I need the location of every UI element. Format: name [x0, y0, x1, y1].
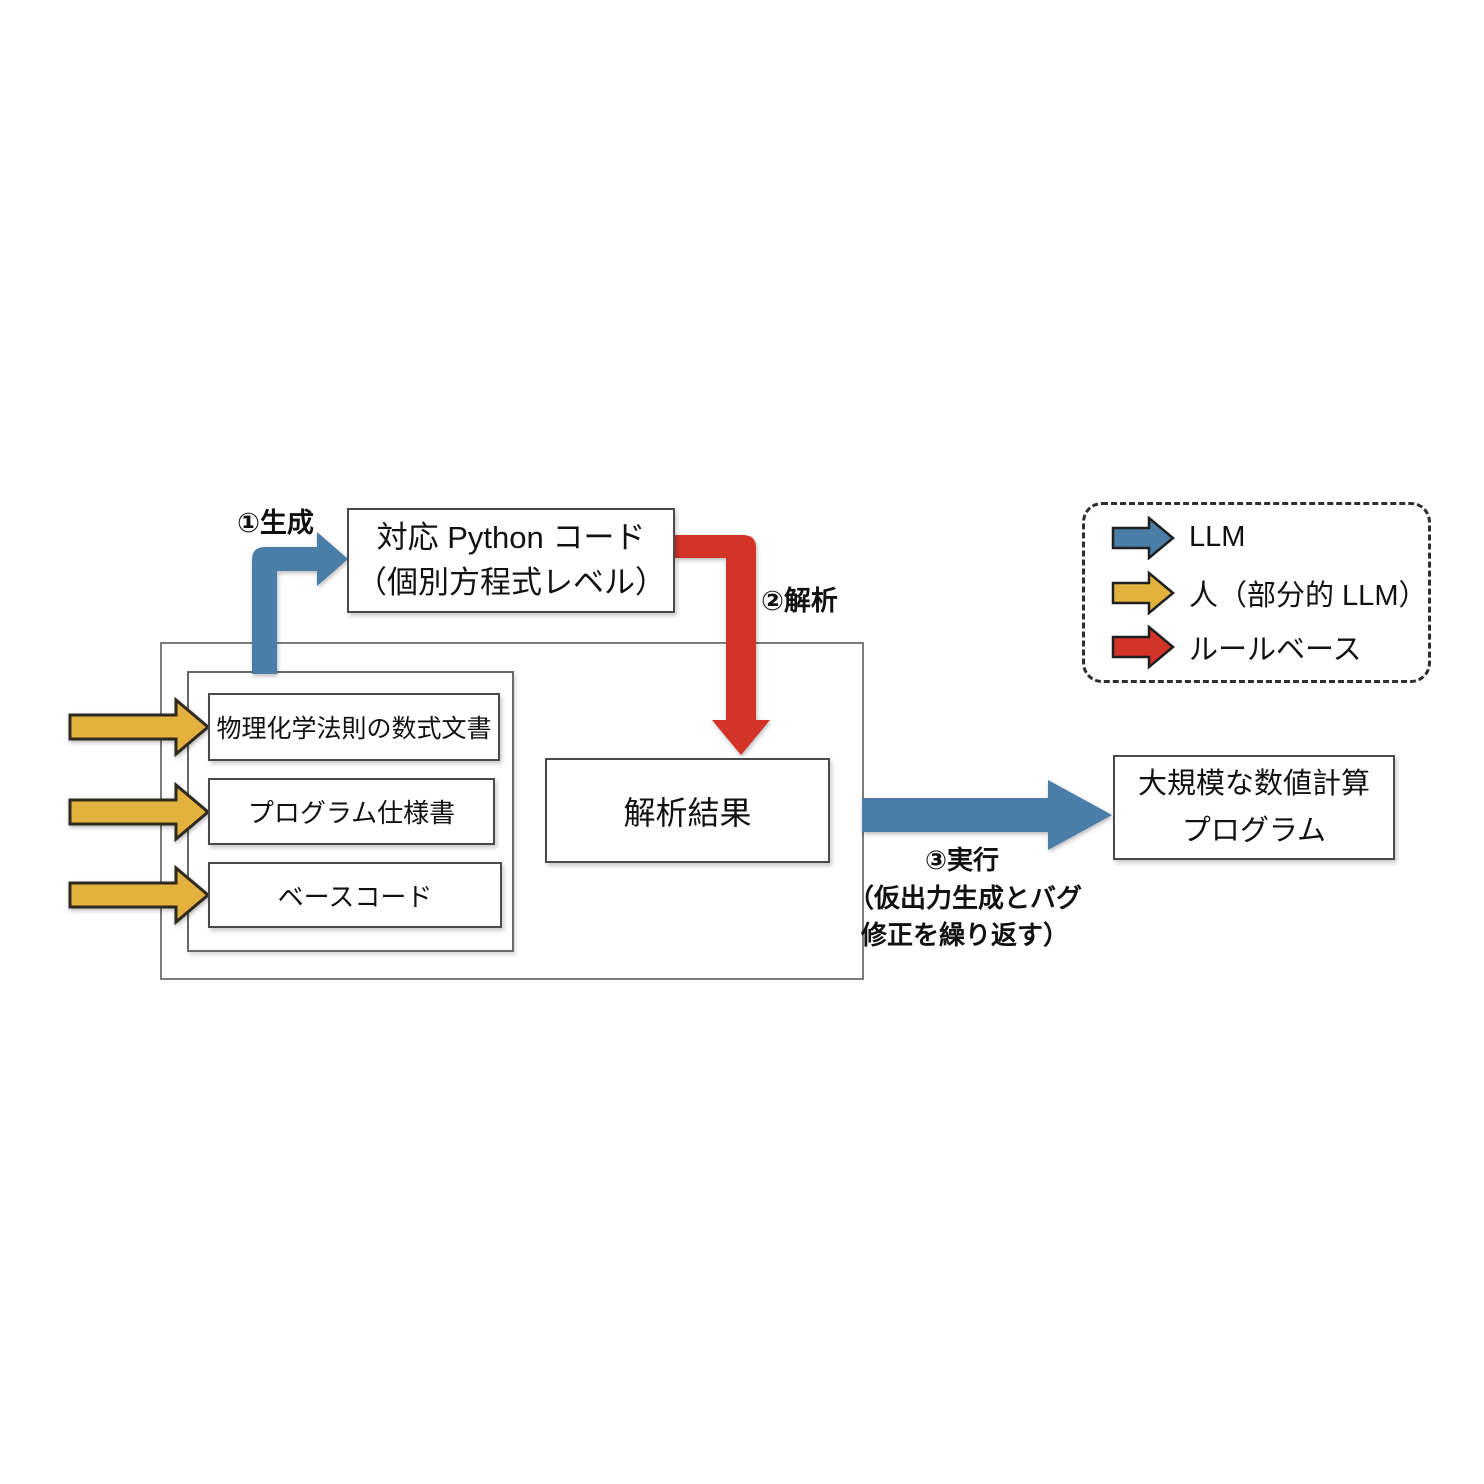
step1-label: ①生成 — [237, 508, 314, 538]
node-program-spec: プログラム仕様書 — [208, 778, 495, 845]
node-large-program: 大規模な数値計算 プログラム — [1113, 755, 1395, 860]
large-program-line2: プログラム — [1181, 814, 1327, 847]
legend-box: LLM 人（部分的 LLM） ルールベース — [1082, 502, 1431, 683]
node-analysis-result: 解析結果 — [545, 758, 830, 863]
node-python-code: 対応 Python コード （個別方程式レベル） — [347, 508, 675, 613]
human-input-arrow-icon — [68, 864, 211, 926]
blue-arrow-icon — [1111, 515, 1175, 560]
large-program-line1: 大規模な数値計算 — [1137, 767, 1370, 800]
step3-label: ③実行 — [924, 845, 1000, 875]
step2-label: ②解析 — [761, 586, 838, 616]
node-base-code: ベースコード — [208, 862, 502, 928]
analysis-result-label: 解析結果 — [623, 794, 752, 831]
legend-label-human: 人（部分的 LLM） — [1189, 579, 1428, 612]
legend-label-rulebase: ルールベース — [1189, 634, 1362, 667]
yellow-arrow-icon — [1111, 570, 1175, 615]
node-physics-doc: 物理化学法則の数式文書 — [208, 693, 500, 761]
python-code-line2: （個別方程式レベル） — [356, 564, 666, 600]
execute-arrow-icon — [862, 780, 1112, 850]
python-code-line1: 対応 Python コード — [376, 520, 646, 556]
red-arrow-icon — [1111, 625, 1175, 670]
human-input-arrow-icon — [68, 781, 211, 843]
step3-note-line1: （仮出力生成とバグ — [847, 883, 1083, 913]
human-input-arrow-icon — [68, 696, 211, 758]
physics-doc-label: 物理化学法則の数式文書 — [216, 715, 492, 743]
generate-arrow-icon — [252, 532, 348, 674]
step3-note-line2: 修正を繰り返す） — [860, 920, 1070, 950]
legend-item-llm: LLM — [1111, 515, 1428, 560]
program-spec-label: プログラム仕様書 — [247, 798, 456, 828]
legend-label-llm: LLM — [1189, 521, 1246, 554]
legend-item-human: 人（部分的 LLM） — [1111, 570, 1428, 615]
base-code-label: ベースコード — [277, 881, 433, 912]
parse-arrow-icon — [675, 535, 770, 755]
legend-item-rulebase: ルールベース — [1111, 625, 1428, 670]
